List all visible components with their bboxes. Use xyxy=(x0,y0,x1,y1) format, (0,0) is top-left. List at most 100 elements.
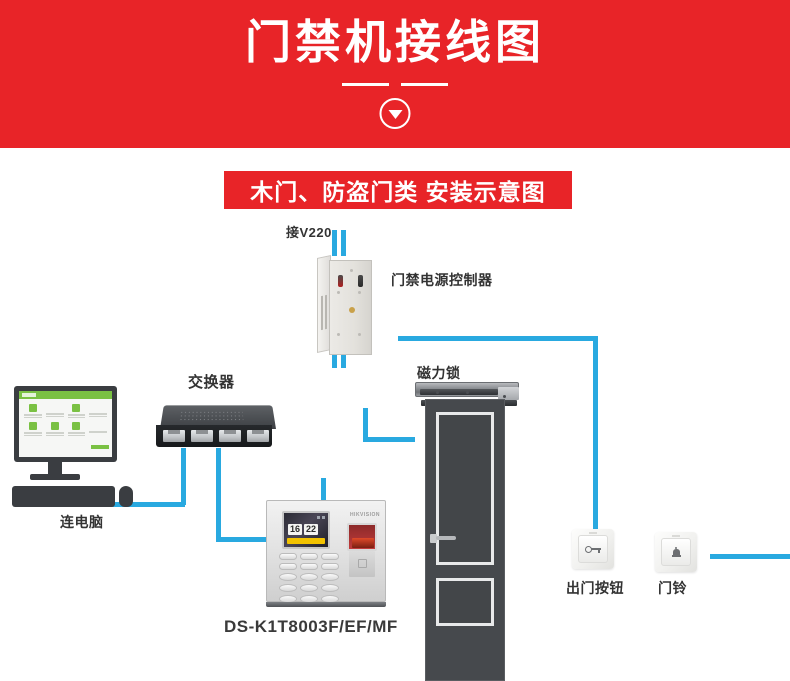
screen-app-icon xyxy=(72,422,81,430)
key-icon-shaft xyxy=(591,548,601,550)
terminal-number-key[interactable] xyxy=(279,573,297,581)
switch-port xyxy=(219,430,241,442)
terminal-number-key[interactable] xyxy=(321,573,339,581)
screen-app-icon xyxy=(50,422,59,430)
terminal-function-key[interactable] xyxy=(321,563,339,570)
wire-pc-to-switch-vertical xyxy=(181,448,186,505)
terminal-number-key[interactable] xyxy=(300,573,318,581)
power-box-screw xyxy=(337,291,340,294)
screen-app-cell xyxy=(23,422,43,437)
monitor-screen xyxy=(19,391,112,457)
screen-app-cell xyxy=(45,404,65,419)
screen-topbar xyxy=(19,391,112,399)
screen-app-text xyxy=(67,416,86,418)
chevron-down-triangle xyxy=(388,109,402,119)
exit-button-switch[interactable] xyxy=(572,529,614,569)
screen-app-cell xyxy=(88,404,108,419)
wiring-diagram: 接V220 门禁电源控制器 磁力锁 xyxy=(0,148,790,681)
terminal-status-leds xyxy=(317,516,325,519)
screen-app-cell xyxy=(67,404,87,419)
wire-controller-to-lock-vertical xyxy=(363,408,368,441)
access-control-terminal[interactable]: 16 22 HIKVISION xyxy=(266,500,386,603)
terminal-number-key[interactable] xyxy=(321,584,339,592)
label-exit-button: 出门按钮 xyxy=(566,580,624,596)
wire-controller-to-lock-horizontal xyxy=(363,437,415,442)
screen-app-text xyxy=(89,415,107,417)
door-panel-lower xyxy=(436,578,494,626)
screen-app-cell xyxy=(23,404,43,419)
power-box-vent xyxy=(325,294,327,330)
header-divider xyxy=(0,83,790,86)
power-box-screw xyxy=(358,291,361,294)
page-title: 门禁机接线图 xyxy=(245,16,545,68)
fingerprint-sensor-window xyxy=(352,538,374,548)
wire-powerbox-bottom-b xyxy=(341,354,346,368)
power-box-front-panel xyxy=(329,260,372,355)
wire-terminal-top xyxy=(321,478,326,502)
magnetic-lock-hole xyxy=(466,391,469,394)
chevron-down-circle-icon xyxy=(379,98,411,129)
monitor-stand-neck xyxy=(48,462,62,474)
screen-app-text xyxy=(89,431,107,433)
wire-controller-to-exit-vertical xyxy=(593,336,598,529)
terminal-function-key[interactable] xyxy=(300,563,318,570)
card-reader-marker xyxy=(358,559,367,568)
terminal-function-key[interactable] xyxy=(279,553,297,560)
label-network-switch: 交换器 xyxy=(188,374,235,391)
screen-app-icon xyxy=(72,404,81,412)
power-box-screw xyxy=(337,333,340,336)
wire-powerbox-bottom-a xyxy=(332,354,337,368)
doorbell-switch[interactable] xyxy=(655,532,697,572)
wire-doorbell-out xyxy=(710,554,790,559)
network-switch xyxy=(152,403,276,449)
power-box-screw xyxy=(350,269,353,272)
terminal-number-key[interactable] xyxy=(279,584,297,592)
screen-app-text xyxy=(67,414,86,416)
screen-app-text xyxy=(67,432,86,434)
fingerprint-reader[interactable] xyxy=(347,523,377,551)
door-handle-plate xyxy=(430,534,437,543)
power-box-terminal-red xyxy=(338,275,343,287)
bell-icon-base xyxy=(671,555,681,557)
label-power-controller: 门禁电源控制器 xyxy=(391,272,493,288)
terminal-function-key[interactable] xyxy=(279,563,297,570)
screen-logo xyxy=(22,393,36,397)
screen-app-text xyxy=(24,432,42,434)
switch-indicator-line xyxy=(589,532,597,534)
magnetic-lock-hole xyxy=(436,391,439,394)
screen-app-text xyxy=(45,434,64,436)
screen-app-text xyxy=(45,432,64,434)
wire-v220-b xyxy=(341,230,346,256)
doorbell-face[interactable] xyxy=(661,538,691,566)
label-doorbell: 门铃 xyxy=(658,580,687,596)
power-box-screw xyxy=(358,333,361,336)
switch-port xyxy=(191,430,213,442)
terminal-function-key[interactable] xyxy=(321,553,339,560)
magnetic-lock xyxy=(415,379,519,400)
wire-controller-to-exit-horizontal xyxy=(398,336,598,341)
terminal-function-key[interactable] xyxy=(300,553,318,560)
label-connect-pc: 连电脑 xyxy=(60,514,104,530)
terminal-display: 16 22 xyxy=(282,511,330,549)
magnetic-lock-end-cap xyxy=(498,387,519,400)
computer-monitor xyxy=(14,386,117,462)
terminal-number-key[interactable] xyxy=(300,584,318,592)
bell-icon-top xyxy=(675,547,677,549)
screen-app-cell xyxy=(45,422,65,437)
terminal-keypad[interactable] xyxy=(279,553,339,603)
label-power-input: 接V220 xyxy=(286,225,332,240)
card-reader-area[interactable] xyxy=(349,551,375,577)
wire-switch-to-terminal-vertical xyxy=(216,448,221,542)
switch-front-face xyxy=(156,425,272,447)
magnetic-lock-hole xyxy=(503,395,506,398)
power-box-vent xyxy=(321,295,323,331)
exit-button-face[interactable] xyxy=(578,535,608,563)
key-icon xyxy=(585,545,601,553)
terminal-clock-minutes: 22 xyxy=(304,524,319,535)
screen-app-text xyxy=(89,413,107,415)
screen-app-icon xyxy=(28,422,37,430)
power-controller-box xyxy=(317,255,372,355)
switch-indicator-line xyxy=(672,535,680,537)
screen-app-text xyxy=(24,416,42,418)
screen-app-cell xyxy=(88,422,108,437)
